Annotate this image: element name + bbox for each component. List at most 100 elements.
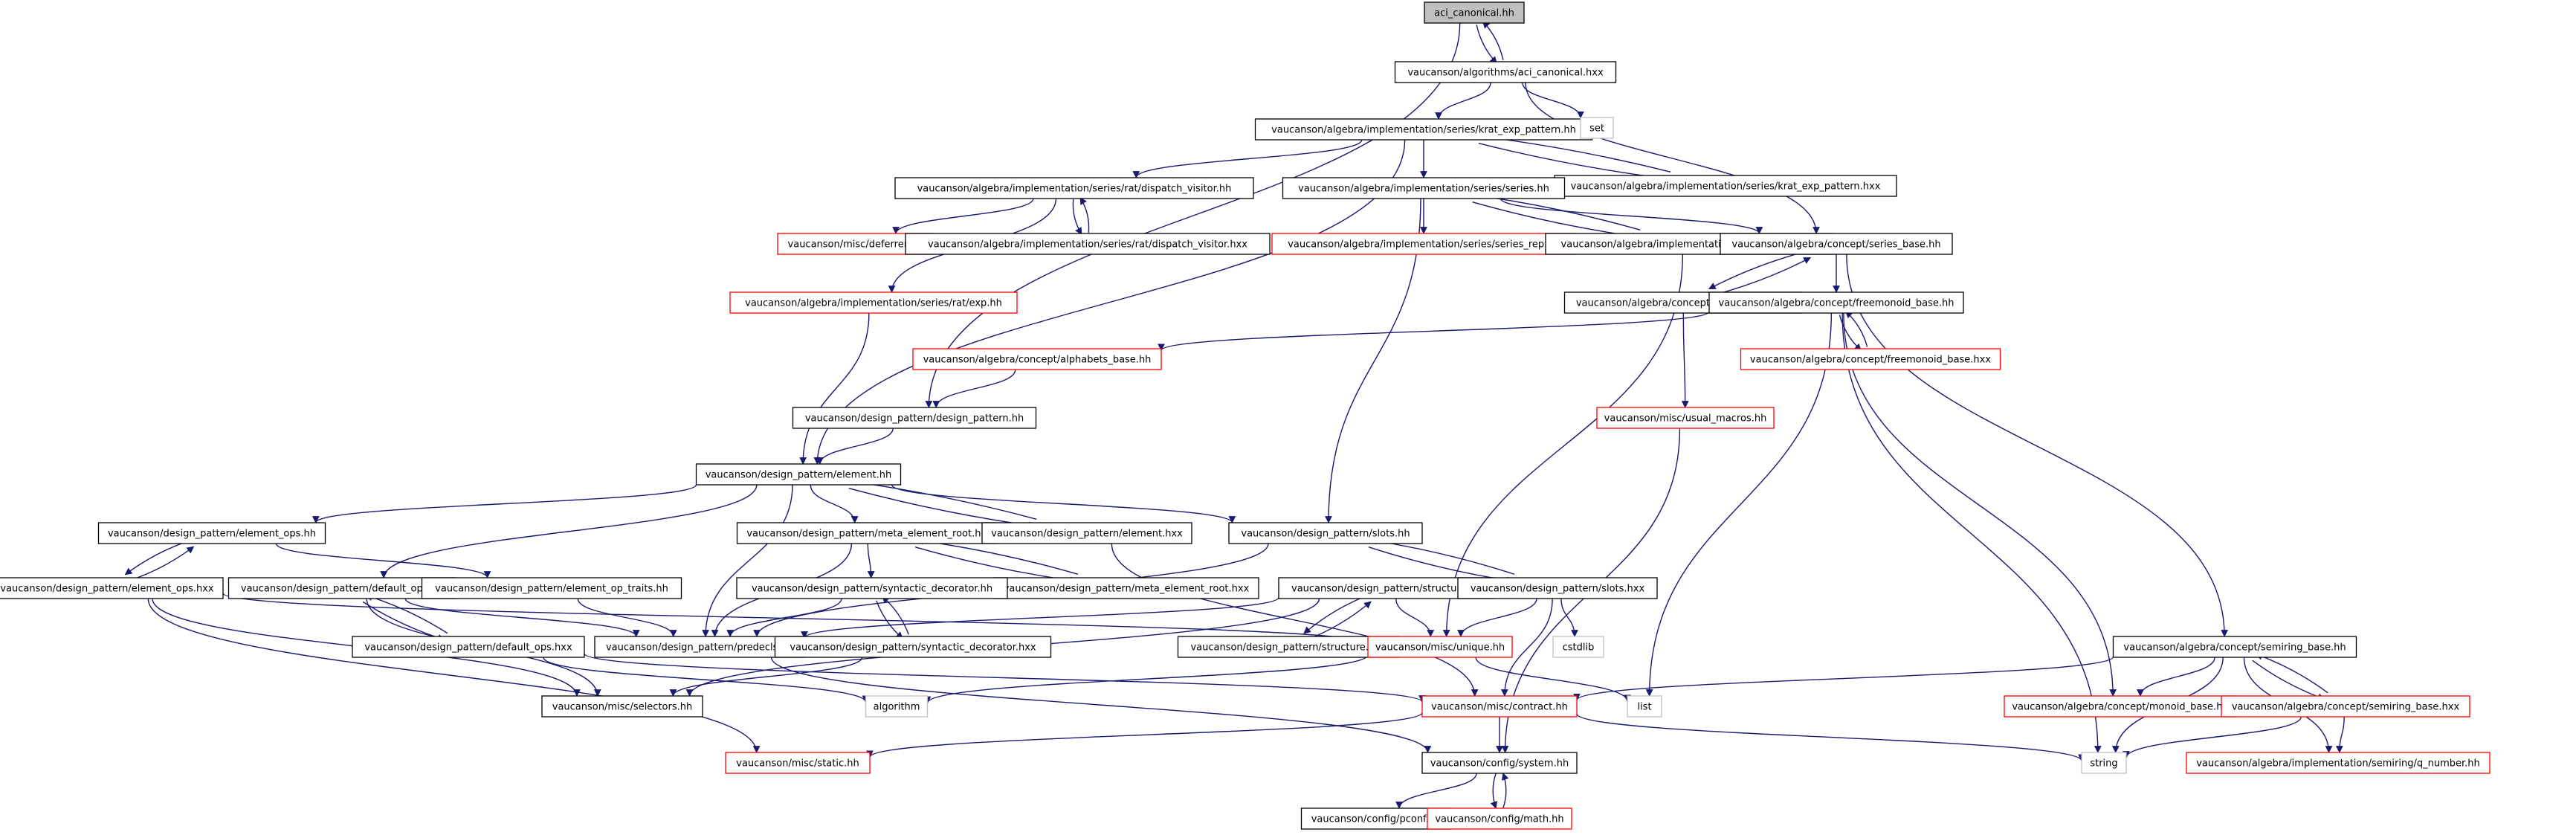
node-box	[905, 233, 1271, 255]
edge-n19-n25	[380, 484, 758, 578]
edge-n28-n34	[1303, 595, 1368, 634]
edge-n43-n37	[2255, 653, 2328, 694]
edge-n19-n23	[891, 484, 1236, 523]
edge-n13-n18	[1681, 312, 1689, 408]
edge-n35-n41	[1475, 657, 1631, 703]
node-box	[1596, 407, 1775, 429]
edge-n1-n0	[1482, 21, 1504, 60]
node-label: vaucanson/misc/deferrer.hh	[788, 239, 923, 251]
graph-node[interactable]: vaucanson/design_pattern/element_ops.hxx	[0, 577, 224, 599]
graph-node[interactable]: vaucanson/algebra/implementation/series/…	[729, 291, 1018, 314]
graph-node[interactable]: vaucanson/design_pattern/predecls.hh	[594, 636, 805, 658]
graph-node[interactable]: vaucanson/algebra/concept/freemonoid_bas…	[1708, 291, 1964, 314]
graph-node[interactable]: vaucanson/misc/contract.hh	[1421, 695, 1578, 718]
edge-n12-n19	[799, 312, 870, 465]
graph-node[interactable]: vaucanson/algebra/concept/semiring_base.…	[2112, 636, 2357, 658]
edge-n19-n32	[702, 484, 793, 637]
graph-node[interactable]: vaucanson/config/pconf.hh	[1300, 807, 1452, 830]
graph-node[interactable]: vaucanson/design_pattern/element.hh	[695, 463, 902, 486]
graph-node[interactable]: vaucanson/design_pattern/slots.hxx	[1457, 577, 1658, 599]
edge-n24-n35	[222, 593, 1372, 645]
graph-node[interactable]: vaucanson/misc/selectors.hh	[541, 695, 703, 718]
node-box	[695, 463, 902, 486]
node-label: vaucanson/misc/contract.hh	[1431, 702, 1568, 713]
edge-n6-n11	[1500, 198, 1763, 234]
edge-n29-n40	[1500, 598, 1553, 697]
edge-n45-n48	[1395, 773, 1477, 809]
edge-n30-n32	[726, 598, 842, 637]
graph-node[interactable]: vaucanson/design_pattern/syntactic_decor…	[774, 636, 1052, 658]
node-label: vaucanson/design_pattern/structure.hh	[1291, 584, 1482, 595]
graph-node[interactable]: vaucanson/algebra/implementation/series/…	[905, 233, 1271, 255]
node-box	[2221, 695, 2470, 718]
graph-node[interactable]: list	[1627, 695, 1662, 718]
node-label: vaucanson/design_pattern/slots.hxx	[1471, 584, 1645, 595]
graph-node[interactable]: vaucanson/misc/usual_macros.hh	[1596, 407, 1775, 429]
graph-node[interactable]: vaucanson/design_pattern/syntactic_decor…	[736, 577, 1008, 599]
node-label: vaucanson/design_pattern/design_pattern.…	[805, 413, 1024, 425]
edge-n24-n20	[128, 546, 195, 581]
graph-node[interactable]: string	[2081, 752, 2127, 774]
graph-node[interactable]: vaucanson/algebra/implementation/series/…	[894, 177, 1254, 199]
graph-node[interactable]: vaucanson/misc/unique.hh	[1367, 636, 1513, 658]
node-label: vaucanson/algebra/implementation/series/…	[1271, 125, 1576, 136]
graph-node[interactable]: vaucanson/design_pattern/element_ops.hh	[97, 522, 326, 544]
node-box	[981, 522, 1192, 544]
graph-node[interactable]: vaucanson/config/system.hh	[1421, 752, 1578, 774]
graph-node[interactable]: cstdlib	[1552, 636, 1604, 658]
node-label: algorithm	[874, 702, 920, 713]
graph-node[interactable]: vaucanson/design_pattern/meta_element_ro…	[736, 522, 998, 544]
graph-node[interactable]: vaucanson/algebra/implementation/series/…	[1282, 177, 1566, 199]
graph-node[interactable]: set	[1580, 117, 1614, 139]
graph-node[interactable]: vaucanson/design_pattern/meta_element_ro…	[993, 577, 1259, 599]
edge-n19-n21	[810, 484, 859, 523]
node-box	[1271, 233, 1576, 255]
graph-node[interactable]: vaucanson/algebra/concept/series_base.hh	[1720, 233, 1953, 255]
node-box	[1228, 522, 1423, 544]
node-label: vaucanson/design_pattern/slots.hh	[1241, 529, 1410, 540]
graph-node[interactable]: vaucanson/algebra/concept/freemonoid_bas…	[1740, 348, 2001, 370]
node-label: aci_canonical.hh	[1434, 8, 1514, 19]
edge-n45-n49	[1490, 773, 1497, 809]
graph-node[interactable]: vaucanson/design_pattern/element.hxx	[981, 522, 1192, 544]
graph-node[interactable]: vaucanson/design_pattern/slots.hh	[1228, 522, 1423, 544]
node-label: vaucanson/algebra/implementation/semirin…	[2196, 758, 2480, 770]
edge-n33-n38	[669, 657, 863, 697]
graph-node[interactable]: algorithm	[865, 695, 929, 718]
graph-node[interactable]: vaucanson/algebra/concept/alphabets_base…	[912, 348, 1162, 370]
node-label: string	[2090, 758, 2117, 770]
graph-node[interactable]: vaucanson/algebra/concept/monoid_base.hh	[2004, 695, 2237, 718]
node-label: vaucanson/design_pattern/predecls.hh	[606, 642, 793, 654]
graph-node[interactable]: vaucanson/algebra/concept/semiring_base.…	[2221, 695, 2470, 718]
edge-n20-n26	[275, 543, 491, 578]
edge-n10-n35	[1442, 254, 1684, 637]
edge-n26-n32	[577, 598, 677, 637]
node-box	[227, 577, 456, 599]
edge-n17-n19	[816, 428, 894, 465]
graph-node[interactable]: vaucanson/design_pattern/element_op_trai…	[421, 577, 682, 599]
graph-node[interactable]: vaucanson/design_pattern/structure.hxx	[1177, 636, 1400, 658]
graph-node[interactable]: vaucanson/design_pattern/design_pattern.…	[792, 407, 1037, 429]
node-box	[1421, 695, 1578, 718]
edge-n43-n46	[2123, 716, 2302, 758]
node-label: vaucanson/design_pattern/meta_element_ro…	[1004, 584, 1250, 595]
graph-node[interactable]: vaucanson/misc/static.hh	[725, 752, 871, 774]
edge-n14-n16	[1839, 315, 1862, 352]
graph-node[interactable]: vaucanson/config/math.hh	[1427, 807, 1572, 830]
graph-node[interactable]: vaucanson/design_pattern/default_ops.hxx	[352, 636, 585, 658]
node-box	[894, 177, 1254, 199]
graph-node[interactable]: vaucanson/algebra/implementation/series/…	[1254, 118, 1593, 141]
graph-node[interactable]: vaucanson/design_pattern/default_ops.hh	[227, 577, 456, 599]
node-label: vaucanson/algebra/concept/freemonoid_bas…	[1719, 298, 1954, 309]
node-label: vaucanson/design_pattern/structure.hxx	[1190, 642, 1386, 654]
graph-node[interactable]: vaucanson/algebra/implementation/series/…	[1554, 175, 1897, 197]
graph-node[interactable]: vaucanson/algebra/implementation/semirin…	[2186, 752, 2491, 774]
edge-n15-n17	[932, 369, 1016, 408]
node-label: vaucanson/config/math.hh	[1435, 814, 1563, 825]
node-box	[1424, 1, 1525, 24]
graph-node[interactable]: aci_canonical.hh	[1424, 1, 1525, 24]
node-box	[1580, 117, 1614, 139]
graph-node[interactable]: vaucanson/algebra/implementation/series/…	[1271, 233, 1576, 255]
graph-node[interactable]: vaucanson/algorithms/aci_canonical.hxx	[1394, 61, 1617, 83]
node-label: vaucanson/algebra/concept/series_base.hh	[1731, 239, 1940, 251]
